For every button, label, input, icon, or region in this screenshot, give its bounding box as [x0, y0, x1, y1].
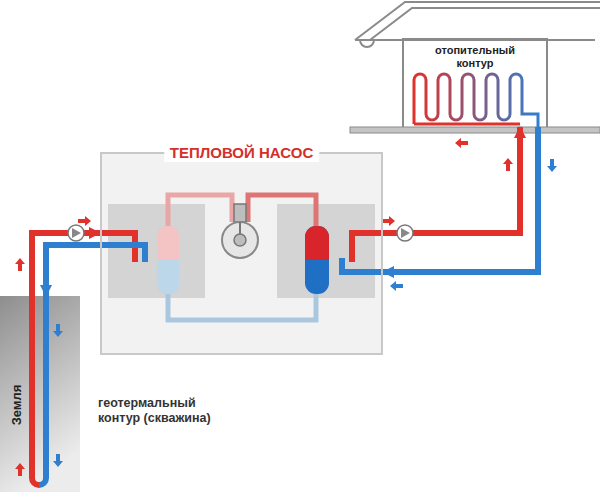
- heat-exchanger: [277, 204, 375, 298]
- circulation-pump: [68, 225, 84, 241]
- ground-label: Земля: [9, 385, 24, 426]
- compressor-symbol: [234, 204, 246, 222]
- flow-arrow: [455, 138, 468, 148]
- compressor-symbol: [234, 234, 246, 246]
- heat-pump-housing: [100, 152, 383, 355]
- house-roof: [355, 2, 600, 47]
- circulation-pump: [72, 228, 81, 238]
- compressor-symbol: [222, 204, 258, 258]
- heat-pump-title: ТЕПЛОВОЙ НАСОС: [164, 144, 319, 162]
- flow-arrow: [53, 454, 63, 467]
- evaporator-vessel: [157, 226, 179, 260]
- borehole-label: геотермальный контур (скважина): [98, 396, 230, 426]
- refrigerant-pipe: [168, 292, 316, 320]
- heating-coil: [414, 74, 538, 127]
- pipe: [383, 127, 520, 233]
- ground-band: Земля: [0, 296, 80, 492]
- compressor-symbol: [222, 222, 258, 258]
- ground-band: [0, 296, 80, 492]
- borehole-loop: [32, 296, 46, 485]
- evaporator-vessel: [157, 226, 179, 294]
- brine-pipe-inner: [100, 245, 145, 262]
- heat-exchanger: [108, 204, 375, 298]
- condenser-vessel: [305, 226, 329, 294]
- flow-arrow: [15, 463, 25, 476]
- flow-arrow: [390, 281, 403, 291]
- brine-pipe-inner: [352, 233, 383, 262]
- evaporator-vessel: [157, 246, 179, 260]
- heat-pump-housing: [100, 152, 383, 355]
- house-floor: [350, 127, 600, 133]
- condenser-vessel: [305, 226, 329, 294]
- borehole-loop: [32, 296, 39, 485]
- brine-pipe-inner: [342, 258, 383, 272]
- compressor-symbol: [239, 222, 241, 234]
- flow-arrow: [503, 158, 513, 171]
- refrigerant-pipe: [168, 195, 232, 228]
- circulation-pump: [397, 225, 413, 241]
- flow-arrow: [53, 324, 63, 337]
- circulation-pump: [68, 225, 413, 241]
- refrigerant-pipe: [168, 195, 316, 320]
- heating-circuit-box: отопительный контур: [402, 38, 548, 127]
- heat-pump-box: ТЕПЛОВОЙ НАСОС: [100, 152, 383, 355]
- evaporator-vessel: [157, 226, 179, 294]
- circulation-pump: [401, 228, 410, 238]
- heating-coil: [414, 74, 538, 127]
- pipe: [46, 245, 100, 296]
- heating-circuit-label: отопительный контур: [404, 40, 546, 70]
- brine-pipe-inner: [100, 233, 383, 272]
- flow-arrow: [547, 159, 557, 172]
- flow-arrow: [382, 216, 395, 226]
- flow-arrow: [15, 138, 557, 476]
- ground-band: [0, 296, 80, 492]
- refrigerant-pipe: [248, 195, 316, 228]
- heat-exchanger: [108, 204, 205, 298]
- house-floor: [350, 127, 600, 133]
- borehole-loop: [39, 296, 46, 485]
- heating-coil: [414, 123, 520, 126]
- condenser-vessel: [305, 246, 329, 260]
- pipe: [32, 233, 100, 296]
- flow-arrow: [15, 258, 25, 271]
- house-roof: [355, 2, 600, 40]
- condenser-vessel: [305, 226, 329, 260]
- pipe: [383, 127, 538, 272]
- house-roof: [360, 40, 374, 47]
- house-roof: [370, 8, 600, 40]
- flow-arrow: [78, 216, 91, 226]
